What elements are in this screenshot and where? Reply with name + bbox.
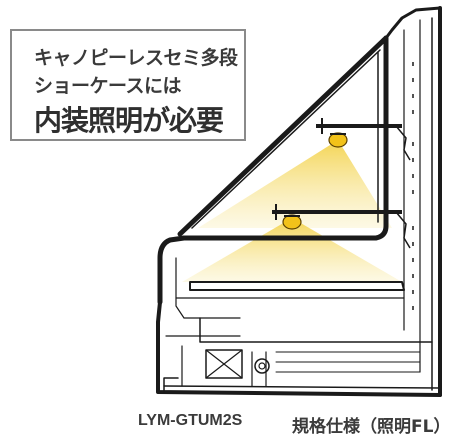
- callout-box: キャノピーレスセミ多段 ショーケースには 内装照明が必要: [10, 29, 246, 141]
- callout-line-3: 内装照明が必要: [34, 104, 224, 137]
- lamp-upper-icon: [328, 132, 348, 148]
- callout-line-1: キャノピーレスセミ多段: [34, 47, 238, 69]
- lower-light-beam: [182, 218, 402, 282]
- lamp-lower-icon: [282, 214, 302, 230]
- lower-shelf: [272, 204, 411, 249]
- upper-light-beam: [198, 140, 392, 228]
- model-number: LYM-GTUM2S: [138, 412, 243, 429]
- upper-shelf: [316, 118, 411, 161]
- cabinet-outline: [156, 6, 442, 397]
- spec-caption: 規格仕様（照明FL）: [292, 417, 451, 437]
- callout-line-2: ショーケースには: [34, 75, 182, 97]
